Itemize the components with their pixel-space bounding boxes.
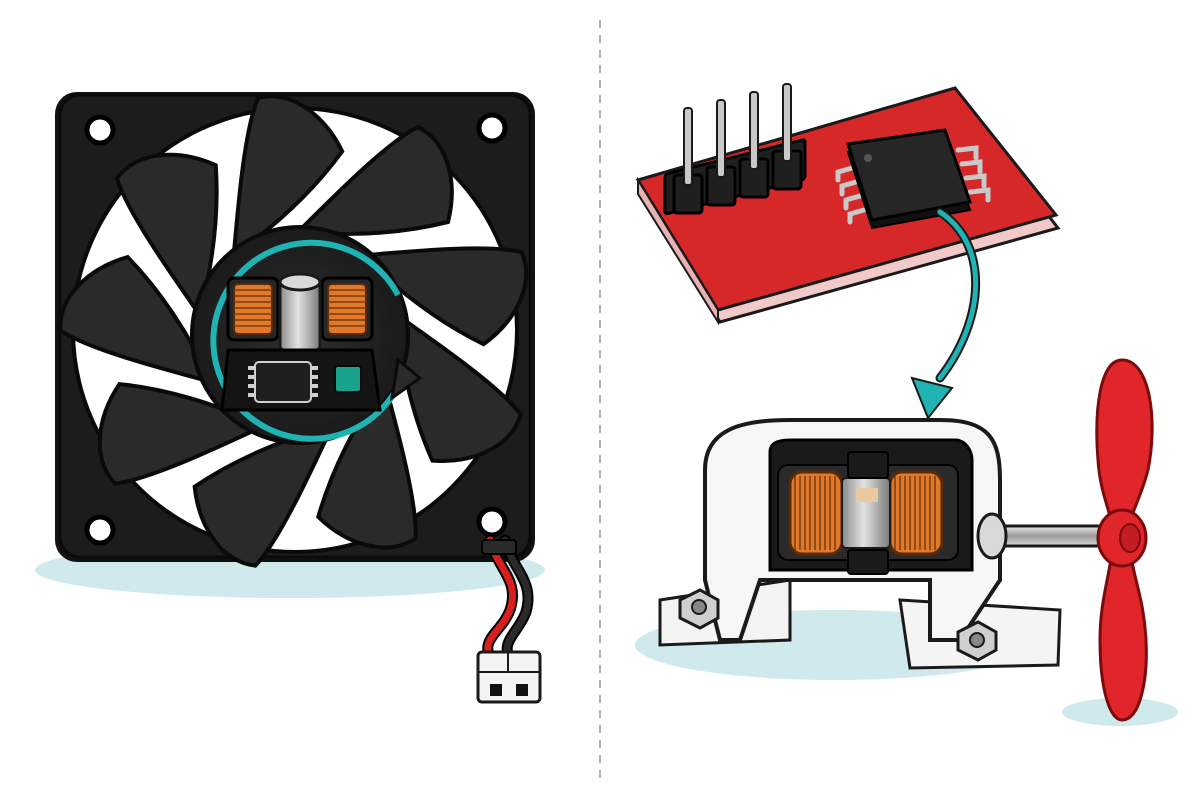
fan-blade [316,377,418,550]
fan-blade [97,381,269,486]
mount-hole-icon [84,514,116,546]
signal-arrow-icon [910,207,981,420]
header-pins-icon [663,83,807,216]
hub-teal-ring [210,239,405,442]
fan-panel [35,92,545,704]
control-chip-icon [248,361,318,403]
ic-chip-icon [835,128,991,230]
mount-hole-icon [476,112,508,144]
motor-coils-icon [226,272,374,352]
sensor-chip-icon [334,365,362,393]
fan-blade [231,94,345,260]
fan-blade [293,124,454,236]
fan-blade [114,152,219,320]
fan-blade [394,310,523,463]
rotor-coils-icon [777,451,959,575]
mount-hole-icon [476,506,508,538]
mount-nut-icon [678,588,720,630]
connector-plug-icon [476,650,542,704]
fan-blade [58,254,216,386]
fan-blade [357,246,528,347]
power-wires-icon [481,534,534,668]
mount-nut-icon [956,620,998,662]
propeller-icon [1095,358,1154,722]
motor-panel [635,83,1178,726]
fan-blade [192,422,336,568]
mount-hole-icon [84,114,116,146]
fan-blades-icon [58,94,528,568]
